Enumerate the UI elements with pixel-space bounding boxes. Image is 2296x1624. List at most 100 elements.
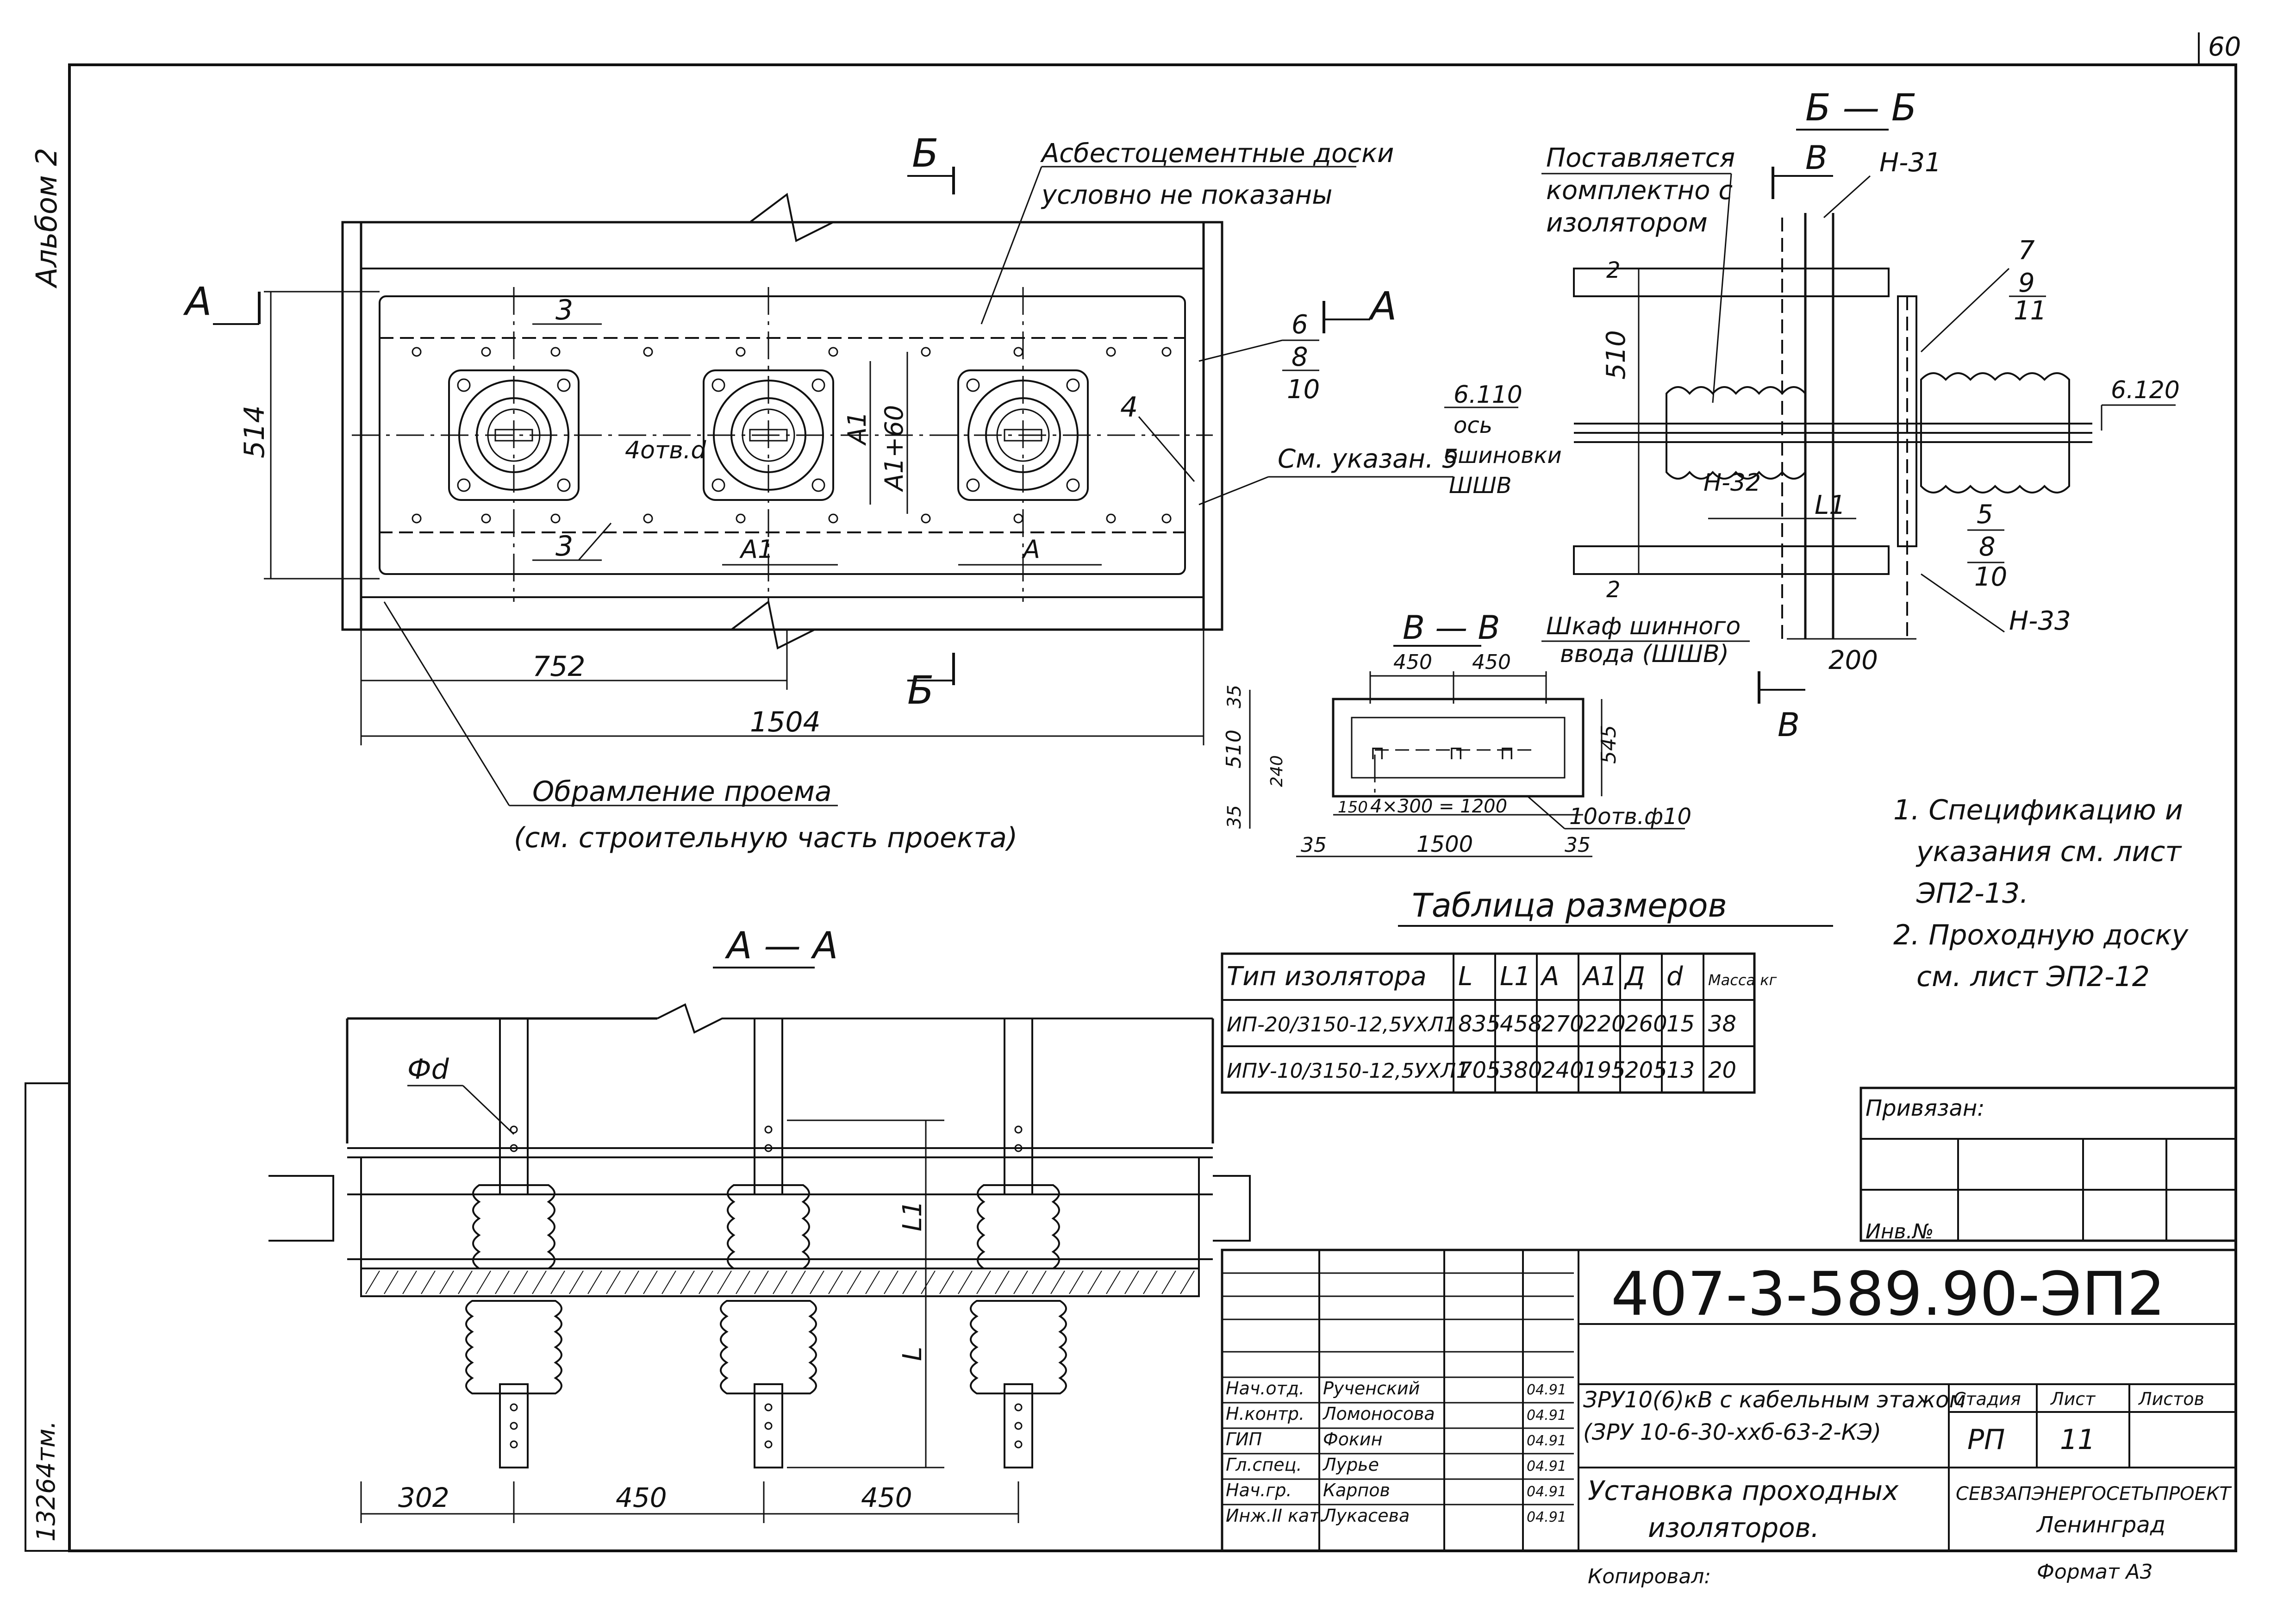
dim-514: 514 [238,405,271,458]
title-block: Привязан: Инв.№ 407-3-589.90-ЭП2 ЗРУ10(6… [1221,1087,2237,1552]
stage-value: РП [1967,1424,2005,1456]
callout-8-bb: 8 [1979,532,1996,562]
cut-b-top: Б [912,131,939,176]
note-opening-1: Обрамление проема [532,775,832,808]
table-cell: 705 [1458,1057,1501,1083]
dim-vv-4x300: 4×300 = 1200 [1370,796,1507,817]
table-cell: ИПУ-10/3150-12,5УХЛ1 [1227,1059,1469,1083]
note-opening-2: (см. строительную часть проекта) [514,822,1017,854]
bolt-hole [828,347,838,357]
table-cell: А [1540,962,1559,992]
sheet-title-1: Установка проходных [1588,1475,1899,1506]
table-cell: 220 [1583,1011,1626,1037]
table-cell: 260 [1625,1011,1667,1037]
note-boards-2: условно не показаны [1041,180,1332,210]
dim-450-a: 450 [616,1482,667,1513]
section-vv-title: В — В [1403,609,1500,647]
insulator [720,1018,817,1468]
note-boards-1: Асбестоцементные доски [1040,138,1394,169]
table-cell: 380 [1500,1057,1542,1083]
section-vv: В — В 450 450 ⊓ ⊓ ⊓ 35 510 35 240 545 15… [1222,609,1691,857]
dim-vv-450a: 450 [1393,650,1432,674]
callout-11: 11 [2014,296,2046,326]
section-bb-title: Б — Б [1805,86,1917,129]
insulator-body [1666,386,1806,480]
dim-vv-1500: 1500 [1416,831,1473,857]
table-cell: L1 [1500,962,1531,992]
callout-n32: Н-32 [1703,469,1761,497]
staff-name: Ломоносова [1322,1404,1435,1424]
insulator-body [727,1184,810,1269]
bolt-hole [1106,513,1116,524]
dim-vv-35b: 35 [1224,805,1245,829]
dim-a1-60-vert: А1+60 [880,405,909,492]
callout-8: 8 [1292,342,1308,372]
dim-302: 302 [398,1482,449,1513]
insulator-body [465,1300,562,1394]
bolt-hole [1161,347,1172,357]
staff-name: Лукасева [1322,1505,1410,1526]
callout-e110: 6.110 [1454,381,1522,409]
insulator-body [1920,372,2070,493]
doc-code: 407-3-589.90-ЭП2 [1611,1259,2165,1329]
staff-name: Фокин [1323,1429,1382,1449]
staff-role: ГИП [1226,1429,1262,1449]
callout-10-bb: 10 [1974,562,2007,592]
note-axis-1: ось [1454,412,1492,438]
table-cell: 458 [1500,1011,1542,1037]
cut-v-bottom: В [1778,706,1800,744]
dim-2-bottom: 2 [1606,577,1621,603]
staff-date: 04.91 [1527,1382,1566,1398]
dim-vv-240: 240 [1267,755,1286,787]
table-cell: Д [1623,962,1645,992]
dim-vv-510: 510 [1222,730,1246,768]
footer-copied: Копировал: [1588,1565,1711,1588]
bolt-hole [643,347,653,357]
staff-role: Инж.II кат. [1226,1505,1325,1526]
staff-role: Н.контр. [1226,1404,1304,1424]
sheets-label: Листов [2138,1389,2204,1409]
dim-vv-545: 545 [1597,725,1621,764]
callout-3-top: 3 [555,294,573,326]
section-aa: А — А 302 450 450 L1 L Фd [268,924,1251,1523]
bolt-hole [1161,513,1172,524]
table-title: Таблица размеров [1412,887,1727,924]
bolt-hole [481,347,491,357]
bolt-hole [481,513,491,524]
staff-role: Нач.отд. [1226,1378,1304,1399]
section-bb: Б — Б В В 510 2 2 200 L1 Поставляется [1444,86,2180,744]
instructions: 1. Спецификацию и указания см. лист ЭП2-… [1893,794,2189,993]
note-holes-10: 10отв.ф10 [1569,804,1691,830]
insulator-body [970,1300,1067,1394]
callout-6: 6 [1292,310,1308,340]
cut-v-top: В [1805,139,1828,177]
dim-200: 200 [1828,645,1878,675]
instruction-5: см. лист ЭП2-12 [1916,961,2150,993]
dim-a1-vert: А1 [842,412,872,446]
table-cell: 835 [1458,1011,1501,1037]
table-cell: L [1458,962,1472,992]
callout-10: 10 [1287,375,1320,405]
linked-label: Привязан: [1866,1095,1984,1121]
note-supplied-3: изолятором [1546,208,1708,238]
instruction-1: 1. Спецификацию и [1893,794,2183,826]
table-cell: Тип изолятора [1227,962,1427,992]
bolt-hole [643,513,653,524]
instruction-4: 2. Проходную доску [1893,919,2189,951]
table-cell: 13 [1666,1057,1695,1083]
table-cell: 38 [1708,1011,1736,1037]
callout-9: 9 [2018,268,2035,298]
callout-n31: Н-31 [1879,148,1941,178]
staff-date: 04.91 [1527,1484,1566,1500]
dim-752: 752 [532,650,586,683]
insulator [465,1018,562,1468]
table-cell: 20 [1708,1057,1736,1083]
staff-name: Лурье [1322,1455,1379,1475]
insulator-flange [703,287,834,602]
note-supplied-2: комплектно с [1546,175,1733,206]
callout-phi-d: Фd [407,1053,449,1086]
table-cell: 270 [1541,1011,1584,1037]
stage-label: Стадия [1953,1389,2021,1409]
